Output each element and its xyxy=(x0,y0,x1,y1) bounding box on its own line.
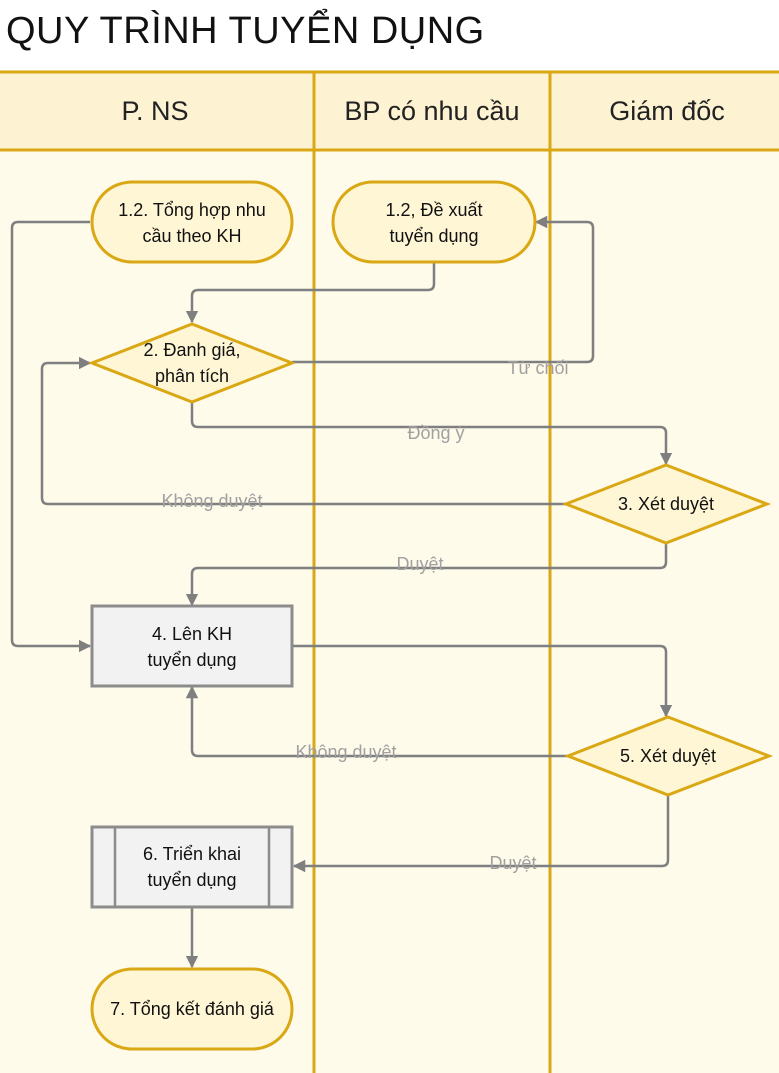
node-12b-shape[interactable] xyxy=(331,180,537,264)
edge-label-not-approved-5: Không duyệt xyxy=(295,742,396,762)
node-2-label-line-2: phân tích xyxy=(155,366,229,386)
node-12a-label-line-2: cầu theo KH xyxy=(142,226,241,246)
node-3-label: 3. Xét duyệt xyxy=(618,494,714,514)
node-7-label: 7. Tổng kết đánh giá xyxy=(110,999,275,1019)
edge-label-reject: Từ chối xyxy=(507,358,568,378)
lane-label-gd: Giám đốc xyxy=(609,96,725,126)
edge-12a-to-4 xyxy=(10,220,92,653)
node-2-label-line-1: 2. Đanh giá, xyxy=(143,340,240,360)
node-12a-label-line-1: 1.2. Tổng hợp nhu xyxy=(118,200,266,220)
edge-label-approved-3: Duyệt xyxy=(396,554,443,574)
node-12b-label-line-2: tuyển dụng xyxy=(389,226,478,246)
lane-label-pns: P. NS xyxy=(121,96,188,126)
edge-label-not-approved-3: Không duyệt xyxy=(161,491,262,511)
nodes xyxy=(87,180,774,1051)
node-6-label-line-2: tuyển dụng xyxy=(147,870,236,890)
edge-label-agree: Đồng ý xyxy=(407,423,464,443)
title-bar: QUY TRÌNH TUYỂN DỤNG xyxy=(0,0,779,70)
edge-labels: Từ chối Đồng ý Không duyệt Duyệt Không d… xyxy=(161,358,568,873)
node-12a-shape[interactable] xyxy=(90,180,294,264)
node-4-label-line-1: 4. Lên KH xyxy=(152,624,232,644)
edge-label-approved-5: Duyệt xyxy=(489,853,536,873)
edge-12b-to-2 xyxy=(185,262,436,324)
node-5-shape[interactable] xyxy=(563,715,774,797)
edge-2-to-3-agree xyxy=(190,403,673,466)
node-4-label-line-2: tuyển dụng xyxy=(147,650,236,670)
page-title: QUY TRÌNH TUYỂN DỤNG xyxy=(6,10,485,52)
node-7-shape[interactable] xyxy=(90,967,294,1051)
edge-3-to-2-not-approved xyxy=(40,356,566,506)
node-6-label-line-1: 6. Triển khai xyxy=(143,844,241,864)
node-5-label: 5. Xét duyệt xyxy=(620,746,716,766)
node-12b-label-line-1: 1.2, Đề xuất xyxy=(385,200,482,220)
edge-3-to-4-approved xyxy=(185,544,668,607)
node-4-shape[interactable] xyxy=(90,604,294,688)
edge-2-to-12b-reject xyxy=(292,215,595,364)
node-3-shape[interactable] xyxy=(561,463,772,545)
lane-header-band xyxy=(0,72,779,150)
edge-5-to-6-approved xyxy=(292,796,670,873)
node-6-shape[interactable] xyxy=(90,825,294,909)
node-labels: 1.2. Tổng hợp nhu cầu theo KH 1.2, Đề xu… xyxy=(110,200,716,1019)
edges xyxy=(10,215,673,969)
node-2-shape[interactable] xyxy=(87,322,297,404)
lane-label-bp: BP có nhu cầu xyxy=(344,96,519,126)
edge-4-to-5 xyxy=(292,644,673,718)
edge-5-to-4-not-approved xyxy=(185,685,568,758)
